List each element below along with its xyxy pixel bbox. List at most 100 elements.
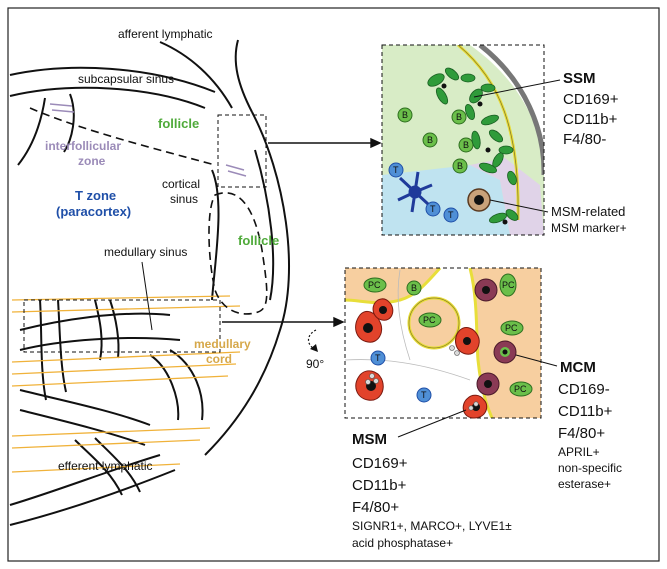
figure-frame [7, 7, 660, 562]
medulla-inset-wall-top [345, 268, 442, 305]
zoom-arrows [222, 137, 382, 328]
follicle-right-outline [208, 192, 268, 315]
medullary-cord-label-2: cord [206, 352, 232, 366]
msm-macrophage [454, 327, 480, 355]
msm-macrophage [355, 311, 383, 343]
tzone-label-2: (paracortex) [56, 204, 131, 219]
svg-text:PC: PC [502, 280, 515, 290]
msm-leader [397, 409, 467, 438]
cortical-sinus-right [254, 149, 275, 301]
ssm-inset-interfollicular-bg [470, 158, 544, 235]
mcm-marker-1: CD169- [558, 381, 610, 398]
b-cell: B [397, 107, 413, 123]
ssm-inset-tzone-bg [382, 165, 510, 235]
medullary-sinus-6 [109, 299, 120, 359]
mcm-macrophage [493, 340, 517, 364]
t-cell: T [443, 207, 459, 223]
efferent-vessel-2 [9, 469, 176, 526]
svg-text:T: T [448, 210, 454, 220]
mcm-macrophage [476, 372, 500, 396]
ssm-inset-sinus-floor-edge [457, 45, 519, 221]
lymph-node-schematic [9, 39, 291, 526]
b-cell: B [406, 280, 422, 296]
afferent-vessel-outer [159, 41, 233, 109]
medulla-inset: B T T PC PC PC PC PC [344, 267, 542, 419]
efferent-vessel-1 [9, 454, 161, 506]
msm-related-title: MSM-related [551, 204, 625, 219]
msm-title: MSM [352, 431, 387, 448]
svg-text:T: T [421, 390, 427, 400]
medullary-sinus-1 [19, 312, 171, 331]
rotation-label: 90° [306, 357, 324, 371]
interfollicular-label-1: interfollicular [45, 139, 121, 153]
ssm-marker-3: F4/80- [563, 131, 606, 148]
mcm-extra-1: APRIL+ [558, 445, 600, 459]
medullary-cord-hatching [11, 295, 241, 473]
b-cell: B [458, 137, 474, 153]
mcm-macrophages [474, 278, 517, 396]
t-cell: T [388, 162, 404, 178]
svg-text:B: B [457, 161, 463, 171]
plasma-cell: PC [499, 273, 517, 297]
ssm-inset-border [381, 44, 545, 236]
medullary-sinus-11 [74, 439, 123, 496]
cortical-sinus-label-1: cortical [162, 177, 200, 191]
cortical-sinus-label-2: sinus [170, 192, 198, 206]
mcm-extra-3: esterase+ [558, 477, 611, 491]
medullary-sinus-7 [149, 354, 180, 421]
svg-text:PC: PC [505, 323, 518, 333]
b-cell: B [451, 109, 467, 125]
plasma-cell: PC [363, 277, 387, 293]
t-cell: T [370, 350, 386, 366]
msm-marker-2: CD11b+ [352, 477, 407, 494]
svg-text:PC: PC [514, 384, 527, 394]
node-right-edge [204, 111, 291, 456]
msm-related-macrophage [467, 188, 491, 212]
afferent-lymphatic-label: afferent lymphatic [118, 27, 213, 41]
svg-text:PC: PC [423, 315, 436, 325]
follicle-top-outline [29, 107, 216, 166]
msm-related-leader [489, 199, 549, 213]
mcm-marker-3: F4/80+ [558, 425, 605, 442]
svg-text:B: B [427, 135, 433, 145]
svg-text:T: T [393, 165, 399, 175]
ssm-leader [473, 79, 561, 98]
afferent-vessel-inner [234, 39, 253, 113]
medulla-inset-wall-right [468, 268, 494, 418]
plasma-cells: PC PC PC PC PC [363, 273, 533, 397]
apoptotic-bodies [365, 345, 479, 411]
msm-related-subtitle: MSM marker+ [551, 221, 627, 235]
ssm-macrophage-nuclei [441, 83, 508, 225]
svg-text:B: B [411, 283, 417, 293]
medullary-sinus-leader [141, 261, 153, 331]
ssm-t-cells: T T T [388, 162, 459, 223]
medulla-inset-cord-top-left [345, 268, 440, 303]
t-cell: T [425, 201, 441, 217]
medullary-sinus-9 [19, 389, 151, 426]
t-cell: T [416, 387, 432, 403]
ssm-inset-capsule [478, 45, 544, 175]
cortical-sinus-left [211, 169, 220, 301]
capsule-inner [9, 86, 206, 109]
interfollicular-marks [49, 103, 247, 177]
interfollicular-label-2: zone [78, 154, 106, 168]
medullary-sinus-label: medullary sinus [104, 245, 187, 259]
medullary-sinus-5 [94, 299, 103, 361]
medullary-sinus-10 [19, 409, 146, 446]
ssm-inset-sinus-bg [470, 45, 544, 175]
medullary-sinus-12 [94, 437, 141, 493]
svg-text:B: B [402, 110, 408, 120]
subcapsular-sinus-label: subcapsular sinus [78, 72, 174, 86]
ssm-macrophages [427, 67, 519, 224]
msm-extra-2: acid phosphatase+ [352, 536, 453, 550]
msm-macrophages [355, 298, 488, 419]
efferent-lymphatic-label: efferent lymphatic [58, 459, 153, 473]
svg-text:PC: PC [368, 280, 381, 290]
medullary-sinus-3 [39, 299, 47, 401]
zoom-box-cortex [217, 114, 267, 188]
ssm-b-cells: B B B B B [397, 107, 474, 174]
follicle-label-right: follicle [238, 233, 279, 248]
ssm-inset: B B B B B T T T [381, 44, 545, 236]
medullary-sinus-4 [57, 299, 67, 393]
plasma-cell: PC [418, 312, 442, 328]
